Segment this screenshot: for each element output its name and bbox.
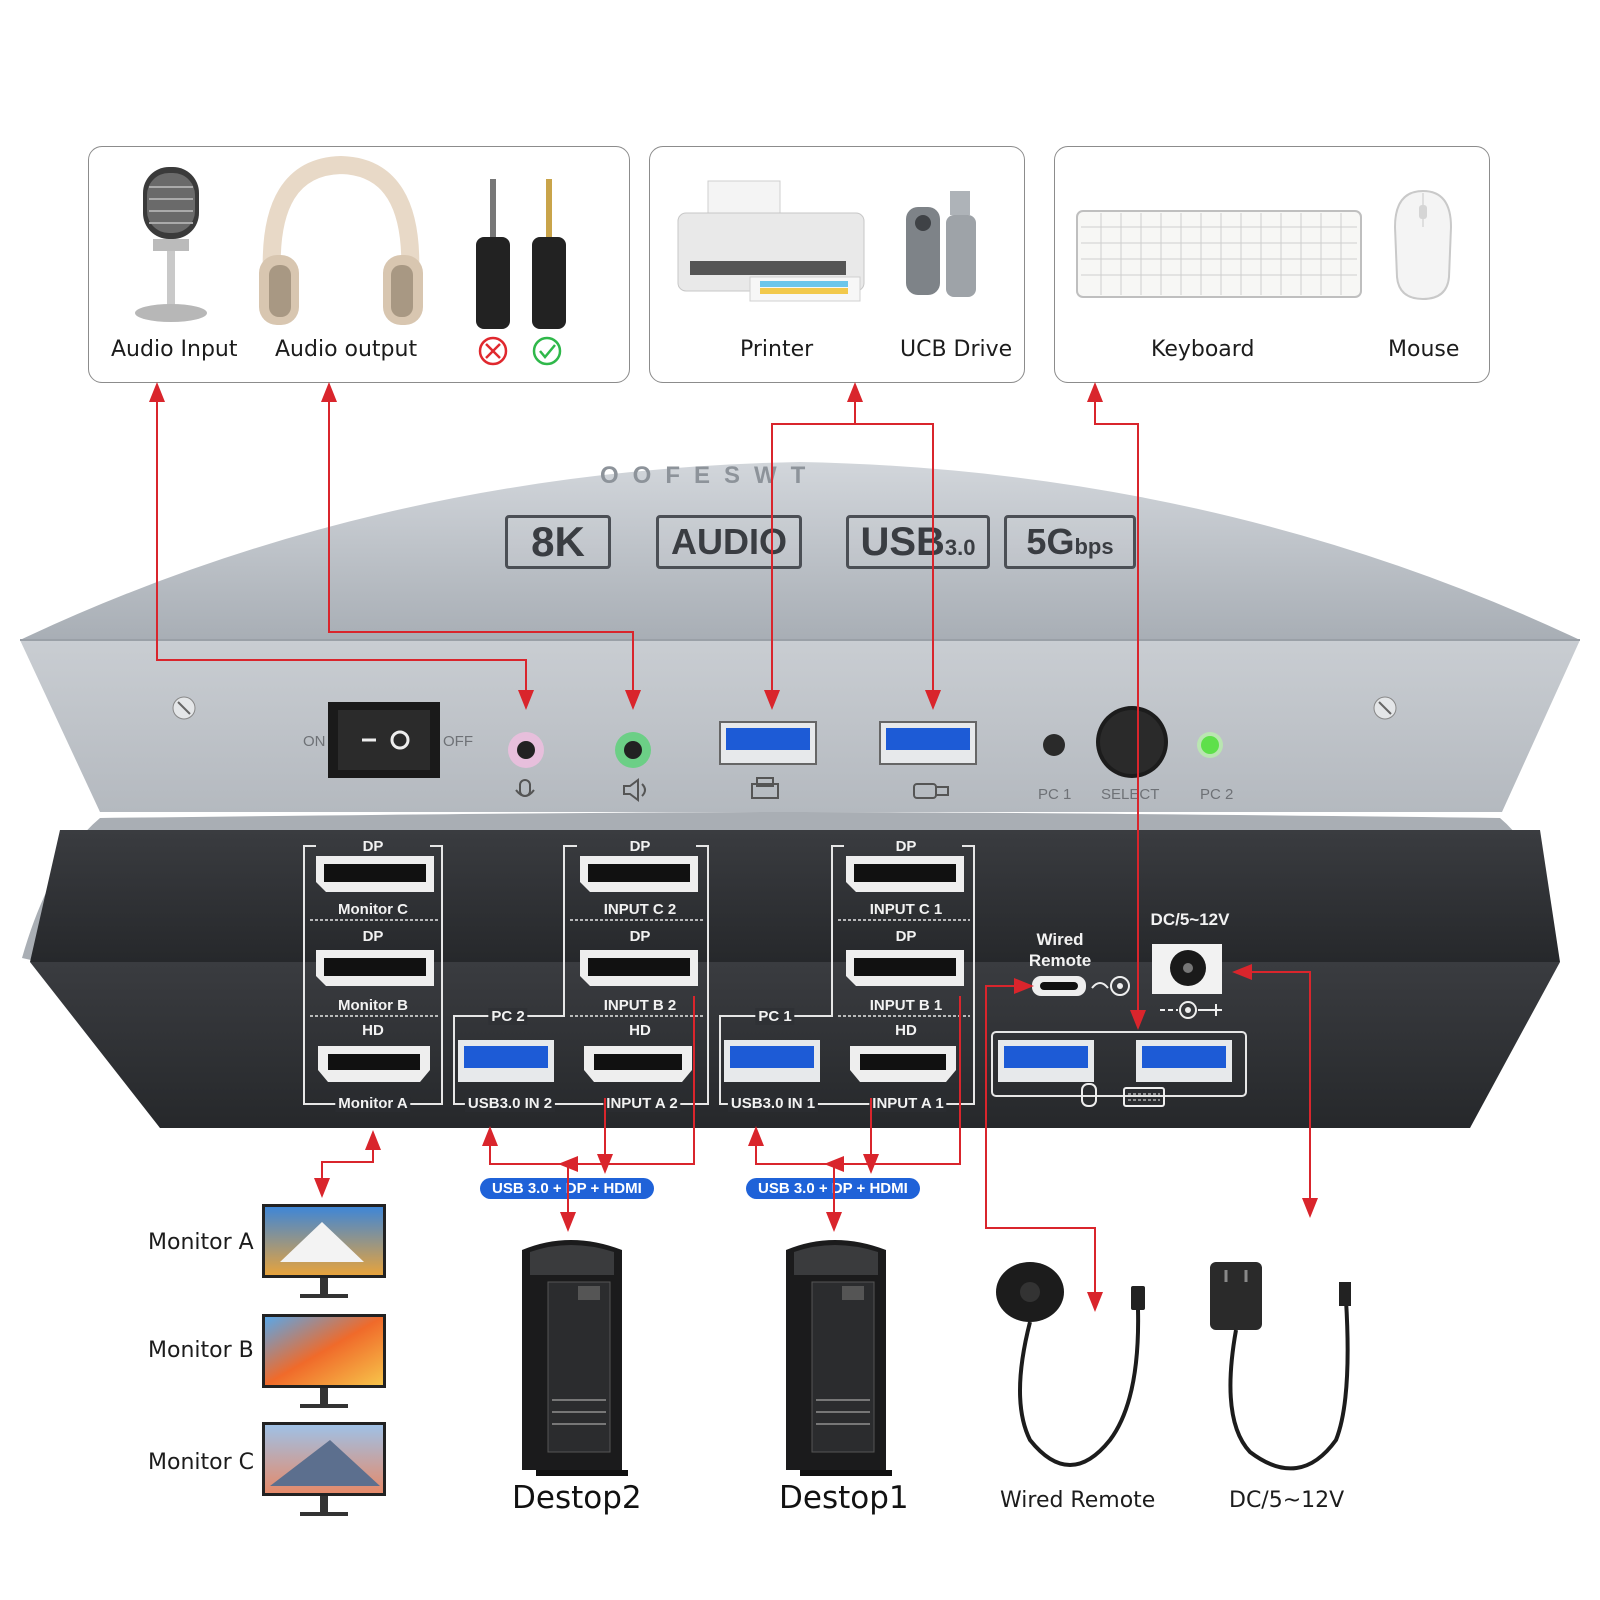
usb-in2-port-icon	[458, 1040, 554, 1082]
dc-port-label: DC/5~12V	[1150, 910, 1230, 929]
usb-device-card: Printer UCB Drive	[649, 146, 1025, 383]
monitor-b-icon	[262, 1314, 386, 1408]
pc2-led-icon	[1197, 732, 1223, 758]
keyboard-symbol-icon	[1123, 1087, 1165, 1107]
monitor-c-dp-port-icon	[316, 856, 434, 892]
monitor-a-icon	[262, 1204, 386, 1298]
usb-in1-label: USB3.0 IN 1	[727, 1095, 819, 1112]
audio-devices-illustration	[135, 155, 566, 366]
badge-usb-version-text: 3.0	[944, 535, 976, 560]
input-c1-dp-port-icon	[846, 856, 964, 892]
dc-polarity-icon	[1160, 1001, 1222, 1019]
input-c2-dp-label: DP	[629, 838, 651, 855]
dc-jack-icon	[1152, 944, 1222, 994]
power-adapter-icon	[1210, 1262, 1351, 1471]
monitor-c-caption: Monitor C	[338, 901, 408, 918]
screw-right-icon	[1373, 696, 1397, 720]
monitor-a-label: Monitor A	[148, 1230, 254, 1255]
printer-label: Printer	[740, 337, 814, 362]
audio-output-label: Audio output	[275, 337, 418, 362]
hid-device-card: Keyboard Mouse	[1054, 146, 1490, 383]
pc1-label: PC 1	[1038, 786, 1072, 803]
pc1-group-label: PC 1	[755, 1008, 795, 1025]
input-b1-dp-label: DP	[895, 928, 917, 945]
dc-power-label: DC/5~12V	[1229, 1488, 1345, 1513]
hid-devices-illustration	[1076, 189, 1453, 301]
wired-remote-line2: Remote	[1028, 951, 1092, 970]
check-icon	[532, 336, 562, 366]
usb-drive-label: UCB Drive	[900, 337, 1013, 362]
monitor-a-caption: Monitor A	[335, 1095, 411, 1112]
mouse-icon	[1393, 189, 1453, 301]
input-c1-caption: INPUT C 1	[869, 901, 943, 918]
keyboard-icon	[1076, 210, 1362, 298]
mouse-label: Mouse	[1388, 337, 1460, 362]
audio-input-label: Audio Input	[111, 337, 238, 362]
monitor-c-icon	[262, 1422, 386, 1516]
desktop2-label: Destop2	[512, 1480, 642, 1516]
pc2-label: PC 2	[1200, 786, 1234, 803]
monitor-b-dp-label: DP	[362, 928, 384, 945]
power-on-label: ON	[303, 733, 326, 750]
monitor-c-dp-label: DP	[362, 838, 384, 855]
mic-symbol-icon	[515, 779, 535, 797]
input-c1-dp-label: DP	[895, 838, 917, 855]
power-switch-icon	[328, 702, 440, 778]
wired-remote-device-icon	[996, 1262, 1145, 1467]
input-c2-dp-port-icon	[580, 856, 698, 892]
input-c2-caption: INPUT C 2	[603, 901, 677, 918]
pc1-led-icon	[1043, 734, 1065, 756]
usb-port-drive-icon	[879, 721, 977, 765]
printer-icon	[677, 180, 865, 302]
wired-remote-label: Wired Remote	[1000, 1488, 1156, 1513]
usb-drive-symbol-icon	[913, 783, 949, 799]
wired-remote-line1: Wired	[1036, 930, 1084, 949]
usb-in2-label: USB3.0 IN 2	[464, 1095, 556, 1112]
monitor-b-dp-port-icon	[316, 950, 434, 986]
keyboard-usb-port-icon	[1136, 1040, 1232, 1082]
mic-jack-icon	[508, 732, 544, 768]
audio-adapter-icons	[476, 179, 566, 329]
input-b1-dp-port-icon	[846, 950, 964, 986]
pc1-group-outline	[719, 845, 975, 1105]
monitor-a-hd-label: HD	[362, 1022, 384, 1039]
desktop1-connection-pill: USB 3.0 + DP + HDMI	[746, 1178, 920, 1199]
desktop2-connection-pill: USB 3.0 + DP + HDMI	[480, 1178, 654, 1199]
audio-device-card: Audio Input Audio output	[88, 146, 630, 383]
pc2-group-outline	[453, 845, 709, 1105]
monitor-b-label: Monitor B	[148, 1338, 254, 1363]
usb-devices-illustration	[677, 180, 976, 302]
usb-drive-icon	[906, 191, 976, 297]
desktop1-tower-icon	[786, 1240, 892, 1476]
speaker-symbol-icon	[623, 778, 646, 802]
monitor-b-caption: Monitor B	[338, 997, 408, 1014]
monitor-a-hdmi-port-icon	[318, 1046, 430, 1082]
power-off-label: OFF	[443, 733, 473, 750]
badge-5g-text: 5G	[1026, 521, 1075, 562]
cross-icon	[478, 336, 508, 366]
desktop1-label: Destop1	[779, 1480, 909, 1516]
badge-5gbps: 5Gbps	[1004, 515, 1136, 569]
usb-in1-port-icon	[724, 1040, 820, 1082]
headphones-icon	[259, 155, 423, 325]
printer-symbol-icon	[751, 777, 779, 799]
input-b2-dp-label: DP	[629, 928, 651, 945]
pc2-group-label: PC 2	[488, 1008, 528, 1025]
monitor-c-label: Monitor C	[148, 1450, 254, 1475]
microphone-icon	[135, 167, 207, 322]
desktop2-tower-icon	[522, 1240, 628, 1476]
input-b2-dp-port-icon	[580, 950, 698, 986]
keyboard-label: Keyboard	[1151, 337, 1255, 362]
headphone-jack-icon	[615, 732, 651, 768]
usb-port-printer-icon	[719, 721, 817, 765]
